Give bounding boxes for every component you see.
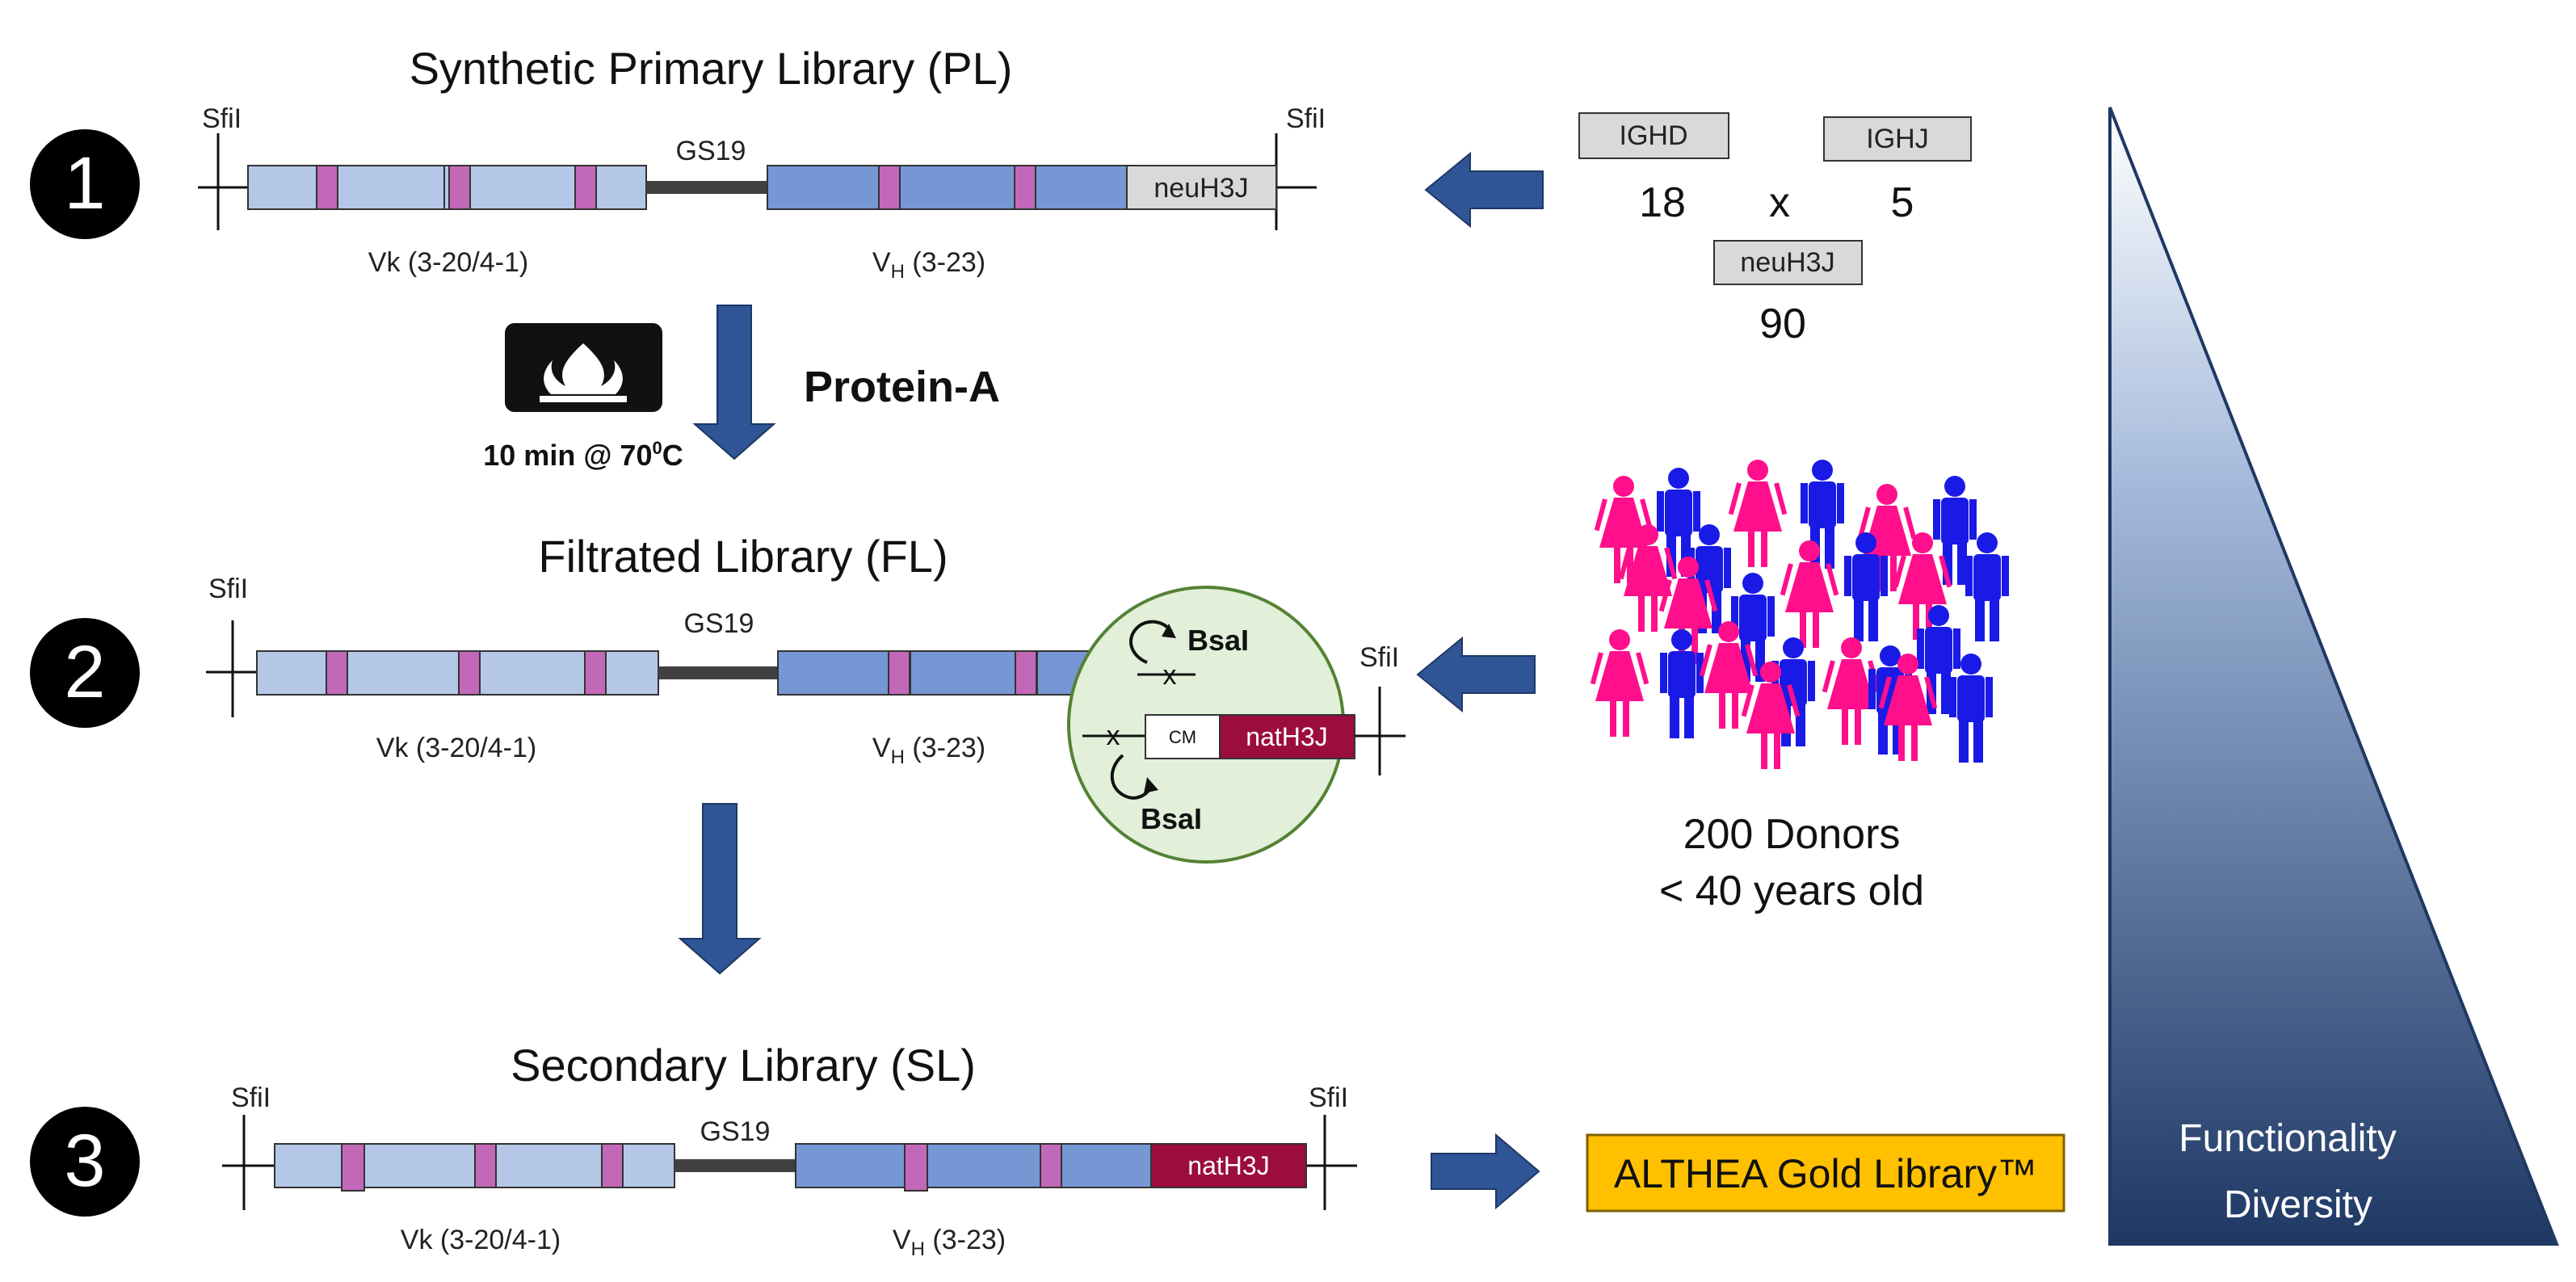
cdr-region xyxy=(904,1143,928,1192)
diversity-triangle-group: Functionality Diversity xyxy=(2108,107,2559,1246)
cdr-region xyxy=(474,1143,497,1188)
vk-label: Vk (3-20/4-1) xyxy=(401,1225,561,1255)
linker-segment xyxy=(658,666,778,679)
cdr-region xyxy=(888,650,910,696)
right-arrow xyxy=(1431,1133,1540,1210)
down-arrow xyxy=(678,803,762,975)
curved-arrow-icon xyxy=(1110,754,1154,800)
ighd-box xyxy=(1578,112,1729,159)
vh-label: VH (3-23) xyxy=(872,247,985,283)
step-number: 2 xyxy=(64,631,105,713)
althea-gold-badge xyxy=(1586,1133,2065,1213)
diversity-label: Diversity xyxy=(2224,1183,2372,1226)
linker-label: GS19 xyxy=(684,608,754,639)
nath3j-segment xyxy=(1150,1143,1307,1188)
step-number-badge xyxy=(30,129,140,239)
flame-icon xyxy=(540,396,627,402)
vk-label: Vk (3-20/4-1) xyxy=(368,247,528,278)
step-number: 3 xyxy=(64,1120,105,1202)
curved-arrow-icon xyxy=(1129,620,1173,664)
vh-segment xyxy=(767,165,1128,210)
vk-label: Vk (3-20/4-1) xyxy=(376,733,536,763)
step-number: 1 xyxy=(64,142,105,225)
ighj-box xyxy=(1823,116,1972,162)
althea-gold-label: ALTHEA Gold Library™ xyxy=(1614,1151,2037,1196)
neuh3j-count: 90 xyxy=(1759,301,1806,347)
sfi-label-left: SfiI xyxy=(231,1082,271,1113)
cm-segment xyxy=(1145,714,1221,759)
functionality-label: Functionality xyxy=(2179,1117,2396,1160)
times-sign: x xyxy=(1769,179,1790,226)
cut-mark: x xyxy=(1163,660,1177,691)
nath3j-label: natH3J xyxy=(1246,722,1327,751)
linker-segment xyxy=(674,1159,796,1172)
cdr-region xyxy=(574,165,597,210)
sfi-label-right: SfiI xyxy=(1309,1082,1348,1113)
cdr-region xyxy=(341,1143,365,1192)
linker-segment xyxy=(646,181,767,194)
cdr-region xyxy=(1015,650,1037,696)
cdr-region xyxy=(584,650,607,696)
product-group: ALTHEA Gold Library™ xyxy=(1431,1133,2065,1213)
bsai-top-label: BsaI xyxy=(1187,624,1249,657)
sfi-label-right: SfiI xyxy=(1286,103,1326,134)
neuh3j-label: neuH3J xyxy=(1154,173,1248,204)
ighd-label: IGHD xyxy=(1620,120,1688,151)
diversity-triangle xyxy=(2108,107,2559,1246)
ighj-count: 5 xyxy=(1891,179,1914,226)
linker-label: GS19 xyxy=(700,1116,771,1147)
sfi-label-left: SfiI xyxy=(208,574,248,604)
ighj-label: IGHJ xyxy=(1866,124,1928,154)
sfi-label-right: SfiI xyxy=(1359,642,1399,673)
left-arrow xyxy=(1416,636,1536,713)
cdr-region xyxy=(1040,1143,1062,1188)
donors-group: 200 Donors < 40 years old xyxy=(1416,460,2009,914)
neuh3j-box xyxy=(1713,240,1863,285)
ighd-count: 18 xyxy=(1639,179,1686,226)
combination-group: IGHD IGHJ 18 x 5 neuH3J 90 xyxy=(1424,112,1972,347)
step-title: Secondary Library (SL) xyxy=(511,1040,976,1091)
vh-label: VH (3-23) xyxy=(893,1225,1006,1260)
cm-label: CM xyxy=(1169,727,1196,747)
neuh3j-segment xyxy=(1126,165,1277,210)
heat-step-group: 10 min @ 700C Protein-A xyxy=(483,305,1000,472)
step-number-badge xyxy=(30,618,140,728)
donors-count: 200 Donors xyxy=(1683,811,1901,858)
nath3j-label: natH3J xyxy=(1187,1151,1269,1180)
cdr-region xyxy=(326,650,348,696)
left-arrow xyxy=(1424,151,1544,229)
cdr-region xyxy=(601,1143,624,1188)
cut-mark: x xyxy=(1107,721,1120,751)
down-arrow xyxy=(692,305,776,460)
neuh3j-box-label: neuH3J xyxy=(1740,247,1834,278)
vh-label: VH (3-23) xyxy=(872,733,985,768)
cdr-region xyxy=(878,165,901,210)
step-number-badge xyxy=(30,1107,140,1217)
cdr-region xyxy=(448,165,471,210)
donors-age: < 40 years old xyxy=(1659,868,1924,914)
linker-label: GS19 xyxy=(676,136,746,166)
nath3j-segment xyxy=(1219,714,1355,759)
step1-group: 1 Synthetic Primary Library (PL) SfiI Sf… xyxy=(30,43,1326,283)
step-title: Filtrated Library (FL) xyxy=(538,531,948,582)
bsai-bottom-label: BsaI xyxy=(1141,802,1202,835)
step3-group: 3 Secondary Library (SL) SfiI SfiI GS19 … xyxy=(30,1040,1357,1260)
heat-condition-label: 10 min @ 700C xyxy=(483,438,683,472)
flame-icon xyxy=(544,343,623,394)
vh-segment xyxy=(795,1143,1152,1188)
step-title: Synthetic Primary Library (PL) xyxy=(410,43,1013,94)
cdr-region xyxy=(458,650,481,696)
cdr-region xyxy=(316,165,338,210)
sfi-label-left: SfiI xyxy=(202,103,242,134)
step2-group: 2 Filtrated Library (FL) SfiI GS19 x Bsa… xyxy=(30,531,1406,864)
cdr-region xyxy=(1014,165,1036,210)
protein-a-label: Protein-A xyxy=(804,363,1000,411)
people-icon xyxy=(1590,460,2009,769)
